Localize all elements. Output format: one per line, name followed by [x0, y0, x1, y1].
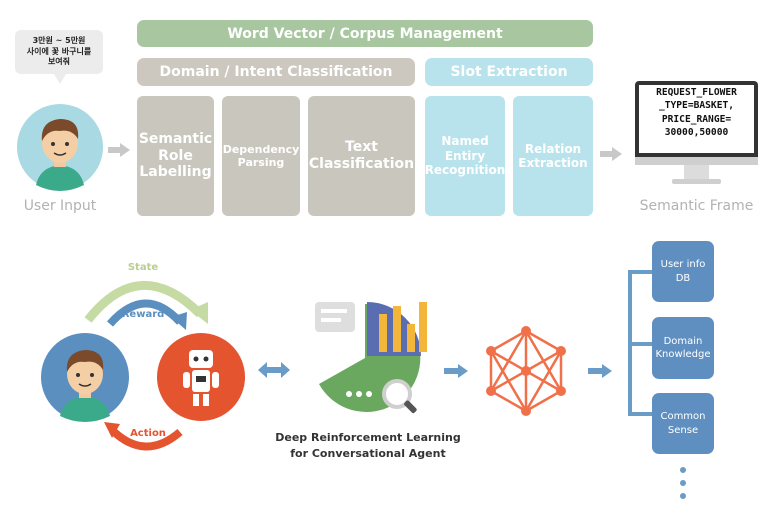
semantic-frame-text: REQUEST_FLOWER _TYPE=BASKET, PRICE_RANGE… — [656, 87, 737, 139]
user-avatar-icon — [16, 103, 104, 191]
monitor-icon — [634, 80, 759, 188]
user-info-db-box: User info DB — [652, 241, 714, 302]
speech-bubble: 3만원 ~ 5만원 사이에 꽃 바구니를 보여줘 — [15, 30, 103, 74]
state-label: State — [127, 262, 159, 273]
relation-extraction-box: Relation Extraction — [513, 96, 593, 216]
semantic-frame-label: Semantic Frame — [639, 198, 754, 214]
network-graph-icon — [483, 326, 569, 416]
domain-intent-bar: Domain / Intent Classification — [137, 58, 415, 86]
arrow-right-icon — [444, 363, 468, 378]
user-avatar-icon — [40, 332, 130, 422]
slot-extraction-bar: Slot Extraction — [425, 58, 593, 86]
drl-caption: Deep Reinforcement Learning for Conversa… — [275, 431, 461, 460]
double-arrow-icon — [258, 362, 290, 378]
knowledge-bracket — [624, 270, 654, 420]
more-dots-icon — [679, 466, 687, 502]
arrow-right-icon — [600, 146, 622, 161]
reward-label: Reward — [121, 309, 165, 320]
text-classification-box: Text Classification — [308, 96, 415, 216]
dependency-parsing-box: Dependency Parsing — [222, 96, 300, 216]
svg-text:%: % — [329, 356, 343, 372]
semantic-role-labelling-box: Semantic Role Labelling — [137, 96, 214, 216]
arrow-right-icon — [588, 363, 612, 378]
word-vector-bar: Word Vector / Corpus Management — [137, 20, 593, 47]
common-sense-box: Common Sense — [652, 393, 714, 454]
action-label: Action — [130, 428, 166, 439]
arrow-right-icon — [108, 142, 130, 157]
robot-agent-icon — [156, 332, 246, 422]
rl-cycle-arrows — [40, 262, 250, 462]
user-input-label: User Input — [23, 198, 97, 214]
domain-knowledge-box: Domain Knowledge — [652, 317, 714, 379]
drl-illustration-icon: % — [305, 296, 445, 422]
named-entity-recognition-box: Named Entiry Recognition — [425, 96, 505, 216]
speech-bubble-tail — [54, 74, 66, 84]
